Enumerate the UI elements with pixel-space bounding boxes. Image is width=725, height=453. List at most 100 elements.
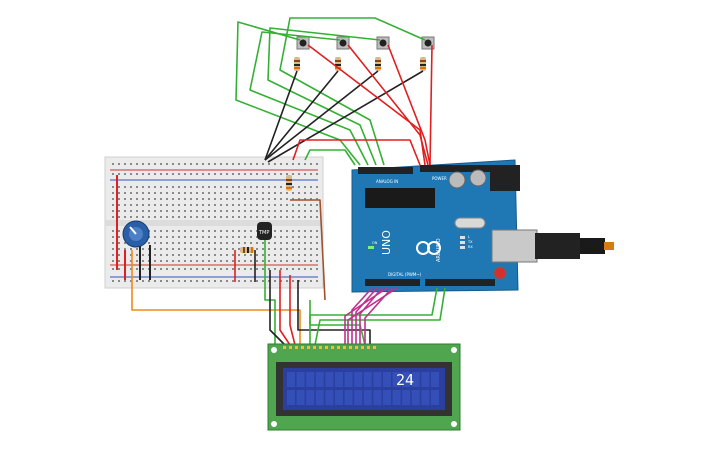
breadboard-hole: [178, 236, 180, 238]
breadboard-hole: [250, 230, 252, 232]
led-l: [460, 236, 465, 239]
wire-magenta: [344, 287, 388, 345]
lcd-module[interactable]: 24: [267, 343, 461, 431]
breadboard-hole: [268, 198, 270, 200]
breadboard-hole: [286, 230, 288, 232]
resistor-4[interactable]: [420, 57, 426, 71]
breadboard-hole: [262, 186, 264, 188]
breadboard-hole: [214, 254, 216, 256]
breadboard-hole: [112, 254, 114, 256]
breadboard-hole: [274, 204, 276, 206]
lcd-pin: [283, 346, 286, 349]
mount-hole-icon: [271, 421, 277, 427]
resistor-1[interactable]: [294, 57, 300, 71]
breadboard-hole: [310, 173, 312, 175]
breadboard-hole: [184, 186, 186, 188]
breadboard-hole: [154, 163, 156, 165]
breadboard-hole: [310, 163, 312, 165]
breadboard-hole: [208, 260, 210, 262]
resistor-3[interactable]: [375, 57, 381, 71]
breadboard-hole: [298, 192, 300, 194]
breadboard-hole: [214, 280, 216, 282]
breadboard-hole: [214, 236, 216, 238]
breadboard-hole: [190, 236, 192, 238]
breadboard-hole: [274, 216, 276, 218]
breadboard-hole: [154, 198, 156, 200]
breadboard-hole: [202, 268, 204, 270]
breadboard-hole: [166, 280, 168, 282]
breadboard-hole: [130, 268, 132, 270]
rx-label: RX: [468, 245, 473, 249]
breadboard-hole: [214, 192, 216, 194]
breadboard-hole: [256, 198, 258, 200]
breadboard-hole: [244, 204, 246, 206]
breadboard-hole: [262, 280, 264, 282]
pushbutton-2[interactable]: [336, 36, 350, 50]
breadboard-hole: [112, 260, 114, 262]
wire-green: [235, 21, 361, 166]
reset-button[interactable]: [493, 266, 507, 280]
breadboard-hole: [280, 204, 282, 206]
breadboard-hole: [232, 242, 234, 244]
breadboard-hole: [232, 210, 234, 212]
lcd-cell: [363, 390, 372, 405]
breadboard-hole: [226, 198, 228, 200]
breadboard-resistor[interactable]: [240, 247, 254, 253]
breadboard-hole: [250, 236, 252, 238]
breadboard-hole: [172, 248, 174, 250]
breadboard-resistor-vertical[interactable]: [286, 175, 292, 191]
breadboard-hole: [130, 186, 132, 188]
breadboard-hole: [166, 163, 168, 165]
breadboard-hole: [130, 280, 132, 282]
breadboard-hole: [172, 210, 174, 212]
breadboard-hole: [190, 242, 192, 244]
breadboard-hole: [232, 280, 234, 282]
breadboard-hole: [160, 280, 162, 282]
breadboard-hole: [310, 230, 312, 232]
breadboard-hole: [244, 236, 246, 238]
breadboard-hole: [298, 198, 300, 200]
breadboard-hole: [166, 173, 168, 175]
breadboard-hole: [304, 163, 306, 165]
breadboard-hole: [118, 173, 120, 175]
lcd-cell: [373, 390, 382, 405]
arduino-uno-board[interactable]: UNO ARDUINO ANALOG IN POWER DIGITAL (PWM…: [351, 159, 538, 293]
breadboard-hole: [268, 254, 270, 256]
breadboard-hole: [130, 192, 132, 194]
breadboard-hole: [196, 268, 198, 270]
temperature-sensor[interactable]: TMP: [257, 222, 272, 240]
breadboard-hole: [310, 242, 312, 244]
breadboard-hole: [196, 242, 198, 244]
breadboard-hole: [244, 192, 246, 194]
breadboard-hole: [232, 248, 234, 250]
breadboard-hole: [298, 260, 300, 262]
breadboard-hole: [112, 192, 114, 194]
breadboard-hole: [316, 230, 318, 232]
breadboard-hole: [166, 192, 168, 194]
lcd-pin: [325, 346, 328, 349]
lcd-cell: [383, 390, 391, 405]
breadboard-hole: [298, 163, 300, 165]
breadboard-hole: [310, 198, 312, 200]
wire-magenta: [355, 287, 378, 345]
breadboard-hole: [292, 186, 294, 188]
breadboard-hole: [286, 242, 288, 244]
breadboard-hole: [112, 236, 114, 238]
breadboard-hole: [274, 248, 276, 250]
breadboard-hole: [262, 268, 264, 270]
wire-green: [309, 287, 438, 345]
breadboard-hole: [256, 254, 258, 256]
pushbutton-3[interactable]: [376, 36, 390, 50]
pushbutton-1[interactable]: [296, 36, 310, 50]
breadboard-hole: [190, 186, 192, 188]
potentiometer[interactable]: [122, 220, 150, 248]
breadboard-hole: [238, 268, 240, 270]
arduino-brand-label: ARDUINO: [436, 238, 442, 262]
breadboard-hole: [124, 242, 126, 244]
breadboard-hole: [208, 186, 210, 188]
breadboard-hole: [232, 192, 234, 194]
breadboard-hole: [208, 163, 210, 165]
breadboard-hole: [298, 186, 300, 188]
breadboard-hole: [286, 260, 288, 262]
breadboard-hole: [112, 216, 114, 218]
